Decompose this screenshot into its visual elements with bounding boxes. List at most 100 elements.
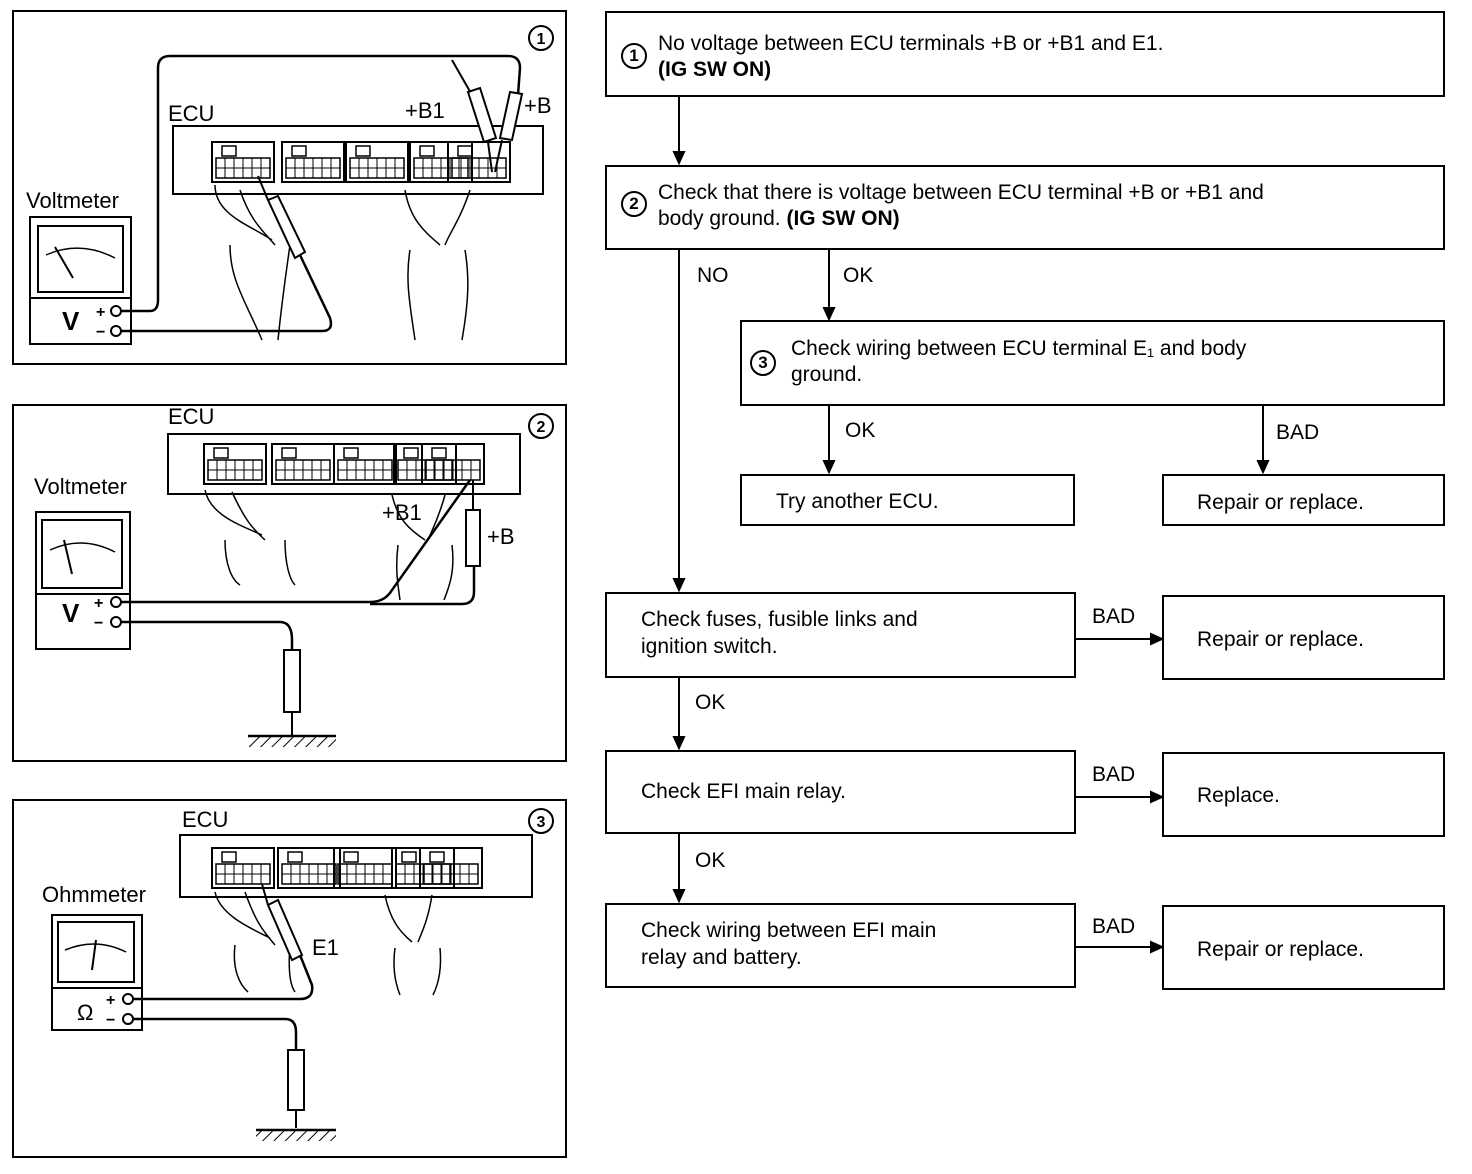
label-bad-step3: BAD <box>1276 421 1320 444</box>
panel-1: 1 ECU +B1 +B Voltmeter V + − <box>12 10 567 365</box>
panel-2-meter-needle <box>63 539 73 575</box>
panel-3-frame <box>12 799 567 1158</box>
panel-1-frame <box>12 10 567 365</box>
flow-check-relay-text: Check EFI main relay. <box>641 780 847 803</box>
panel-2-harness-right <box>391 494 454 601</box>
panel-3-number-badge <box>528 808 554 834</box>
panel-1-probe-b <box>494 90 524 173</box>
panel-3-minus: − <box>106 1012 115 1029</box>
flow-step-2-line1: Check that there is voltage between ECU … <box>658 181 1264 204</box>
panel-3: 3 ECU Ohmmeter E1 Ω + − <box>12 799 567 1158</box>
flow-check-fuses-line1: Check fuses, fusible links and <box>641 608 918 631</box>
panel-1-meter-needle <box>54 246 74 279</box>
panel-3-harness-right <box>384 894 442 996</box>
panel-2-minus: − <box>94 615 103 632</box>
flow-check-fuses-line2: ignition switch. <box>641 635 778 658</box>
flow-replace: Replace. <box>1162 752 1445 837</box>
panel-1-positive-lead <box>121 54 522 313</box>
flow-replace-text: Replace. <box>1197 784 1280 807</box>
flowchart-connectors <box>672 97 1270 954</box>
flow-repair-2: Repair or replace. <box>1162 595 1445 680</box>
panel-2-positive-lead-b1 <box>121 479 472 604</box>
panel-2-meter-label: Voltmeter <box>34 474 127 499</box>
panel-3-meter-body <box>51 914 143 1031</box>
panel-2-ground-symbol <box>248 734 336 747</box>
flow-step-3-number: 3 <box>750 350 776 376</box>
panel-3-positive-lead <box>133 954 314 1001</box>
panel-2-probe-b <box>465 480 481 567</box>
flow-repair-1: Repair or replace. <box>1162 474 1445 526</box>
flow-check-relay: Check EFI main relay. <box>605 750 1076 834</box>
flow-step-3: 3 Check wiring between ECU terminal E₁ a… <box>740 320 1445 406</box>
flow-step-1: 1 No voltage between ECU terminals +B or… <box>605 11 1445 97</box>
panel-1-negative-lead <box>121 254 333 333</box>
panel-1-number-badge <box>528 25 554 51</box>
panel-1-number: 1 <box>537 31 546 48</box>
flow-step-2-number: 2 <box>621 191 647 217</box>
panel-2-ecu-housing <box>167 433 521 495</box>
flow-step-2-line2-a: body ground. <box>658 207 781 230</box>
panel-1-ecu-housing <box>172 125 544 195</box>
panel-3-ecu-label: ECU <box>182 807 228 832</box>
panel-1-probe-b1 <box>451 59 498 173</box>
panel-3-ecu-housing <box>179 834 533 898</box>
flow-step-2-line2-b: (IG SW ON) <box>786 207 900 230</box>
panel-2-harness-left <box>204 489 296 586</box>
flow-check-fuses: Check fuses, fusible links and ignition … <box>605 592 1076 678</box>
panel-1-meter-symbol: V <box>62 306 80 336</box>
panel-3-meter-dial <box>57 921 135 983</box>
label-bad-relay: BAD <box>1092 763 1136 786</box>
panel-3-meter-label: Ohmmeter <box>42 882 146 907</box>
panel-1-meter-body <box>29 216 132 345</box>
panel-2-meter-body <box>35 511 131 650</box>
flow-check-wiring: Check wiring between EFI main relay and … <box>605 903 1076 988</box>
panel-2-ground-probe <box>283 649 301 735</box>
panel-3-ground-probe <box>287 1049 305 1128</box>
panel-2: 2 ECU Voltmeter +B1 +B V + − <box>12 404 567 762</box>
label-no: NO <box>697 264 729 287</box>
panel-3-ecu-connectors <box>211 847 483 889</box>
label-bad-wiring: BAD <box>1092 915 1136 938</box>
flow-step-1-line1: No voltage between ECU terminals +B or +… <box>658 32 1164 55</box>
flow-try-another-ecu: Try another ECU. <box>740 474 1075 526</box>
panel-3-number: 3 <box>537 814 546 831</box>
panel-2-negative-lead <box>121 620 294 660</box>
panel-1-meter-dial <box>37 225 124 293</box>
flow-repair-3: Repair or replace. <box>1162 905 1445 990</box>
panel-1-probe-ground <box>257 175 307 260</box>
panel-2-ecu-label: ECU <box>168 404 214 429</box>
flow-repair-2-text: Repair or replace. <box>1197 628 1364 651</box>
panel-3-meter-needle <box>91 939 97 971</box>
flow-try-another-ecu-text: Try another ECU. <box>776 490 939 513</box>
panel-2-ecu-connectors <box>203 443 485 485</box>
label-ok-step2: OK <box>843 264 874 287</box>
panel-2-frame <box>12 404 567 762</box>
panel-1-ecu-label: ECU <box>168 101 214 126</box>
panel-1-ecu-connectors <box>211 141 511 183</box>
flow-step-1-number: 1 <box>621 43 647 69</box>
panel-3-probe-e1 <box>261 883 304 962</box>
panel-3-plus: + <box>106 992 115 1009</box>
panel-1-terminal-b: +B <box>524 93 552 118</box>
flow-step-1-line2: (IG SW ON) <box>658 58 772 81</box>
panel-1-plus: + <box>96 304 105 321</box>
panel-1-harness-left <box>214 184 291 341</box>
label-ok-step3: OK <box>845 419 876 442</box>
label-ok-fuses: OK <box>695 691 726 714</box>
panel-2-plus: + <box>94 595 103 612</box>
flow-step-3-line2: ground. <box>791 363 863 386</box>
panel-2-number-badge <box>528 413 554 439</box>
flow-check-wiring-line1: Check wiring between EFI main <box>641 919 937 942</box>
flow-repair-3-text: Repair or replace. <box>1197 938 1364 961</box>
panel-2-meter-symbol: V <box>62 598 80 628</box>
panel-2-number: 2 <box>537 419 546 436</box>
panel-1-meter-label: Voltmeter <box>26 188 119 213</box>
flow-step-3-line1: Check wiring between ECU terminal E₁ and… <box>791 337 1247 360</box>
flow-check-wiring-line2: relay and battery. <box>641 946 802 969</box>
panel-2-terminal-b1: +B1 <box>382 500 422 525</box>
panel-3-negative-lead <box>133 1017 298 1050</box>
label-bad-fuses: BAD <box>1092 605 1136 628</box>
panel-3-harness-left <box>214 891 296 993</box>
flow-step-2: 2 Check that there is voltage between EC… <box>605 165 1445 250</box>
